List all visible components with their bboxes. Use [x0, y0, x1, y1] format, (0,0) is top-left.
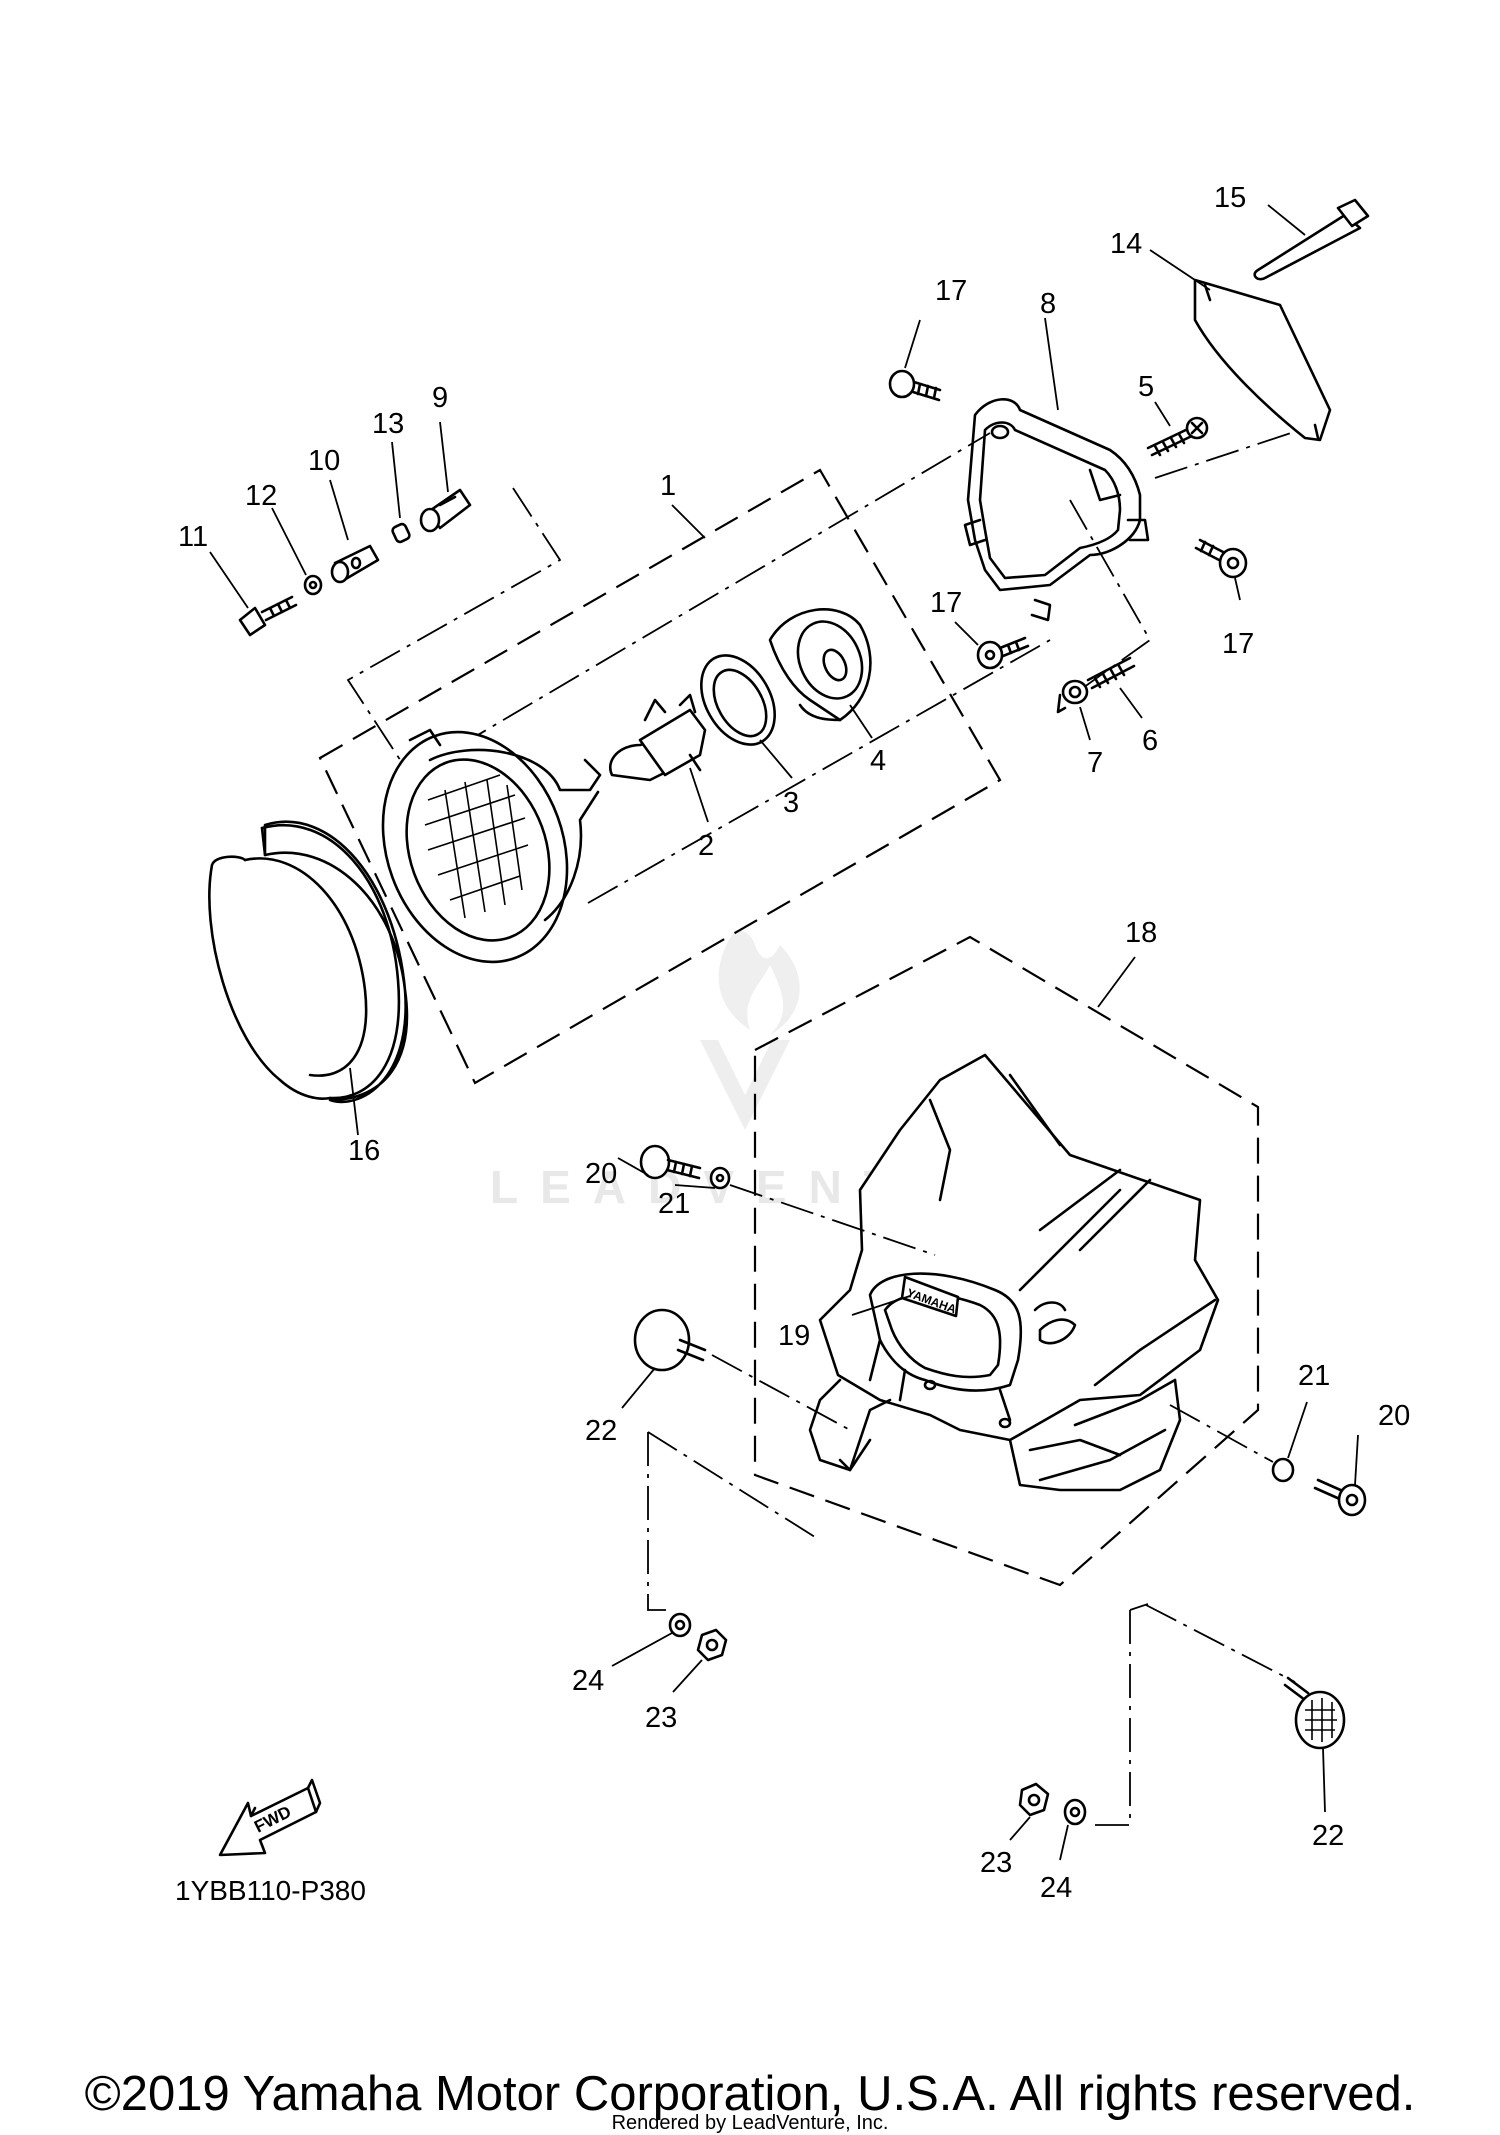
bolt-17-right — [1194, 538, 1248, 579]
callout-22-left: 22 — [585, 1415, 617, 1447]
bolt-20-left — [639, 1144, 702, 1180]
callout-17-bottom: 17 — [930, 587, 962, 619]
grommet-7 — [1056, 679, 1089, 714]
callout-20-left: 20 — [585, 1158, 617, 1190]
callout-11: 11 — [178, 521, 208, 553]
callout-13: 13 — [372, 408, 404, 440]
headlight-bracket — [963, 398, 1150, 622]
leader-lines — [209, 204, 1359, 1861]
bolt-11 — [238, 595, 298, 637]
callout-23-left: 23 — [645, 1702, 677, 1734]
washer-24-left — [668, 1612, 692, 1638]
headlight-unit — [381, 728, 602, 964]
collar-9 — [419, 488, 472, 533]
callout-9: 9 — [432, 382, 448, 414]
headlight-rim-ring — [208, 820, 409, 1104]
callout-10: 10 — [308, 445, 340, 477]
callout-labels: 1 2 3 4 5 6 7 8 9 10 11 12 13 14 15 16 1… — [178, 182, 1410, 1904]
callout-21-right: 21 — [1298, 1360, 1330, 1392]
callout-4: 4 — [870, 745, 886, 777]
cover-plate — [1193, 278, 1332, 442]
callout-2: 2 — [698, 830, 714, 862]
callout-3: 3 — [783, 787, 799, 819]
washer-21-right — [1271, 1457, 1295, 1483]
callout-22-right: 22 — [1312, 1820, 1344, 1852]
lens-pattern-icon — [424, 774, 529, 919]
callout-24-left: 24 — [572, 1665, 604, 1697]
bulb-ring — [700, 654, 776, 746]
callout-21-left: 21 — [658, 1188, 690, 1220]
washer-12 — [303, 574, 323, 596]
callout-17-top: 17 — [935, 275, 967, 307]
callout-20-right: 20 — [1378, 1400, 1410, 1432]
callout-23-right: 23 — [980, 1847, 1012, 1879]
callout-14: 14 — [1110, 228, 1142, 260]
callout-1: 1 — [660, 470, 676, 502]
callout-16: 16 — [348, 1135, 380, 1167]
callout-17-right: 17 — [1222, 628, 1254, 660]
washer-21-left — [709, 1166, 731, 1190]
nut-23-right — [1018, 1782, 1050, 1817]
bulb — [609, 693, 707, 782]
washer-24-right — [1063, 1798, 1087, 1826]
callout-5: 5 — [1138, 371, 1154, 403]
callout-7: 7 — [1087, 747, 1103, 779]
screw-6 — [1086, 656, 1136, 690]
screw-5 — [1146, 416, 1209, 457]
callout-24-right: 24 — [1040, 1872, 1072, 1904]
bolt-17-top — [888, 369, 942, 402]
headlight-cowling — [808, 1053, 1220, 1492]
spacer-13 — [391, 522, 411, 544]
cable-band — [1253, 198, 1370, 281]
callout-12: 12 — [245, 480, 277, 512]
callout-19: 19 — [778, 1320, 810, 1352]
collar-10 — [330, 544, 380, 584]
item-1-kit-outline — [318, 468, 1002, 1085]
bolt-20-right — [1313, 1478, 1367, 1517]
callout-6: 6 — [1142, 725, 1158, 757]
nut-23-left — [696, 1628, 728, 1662]
callout-15: 15 — [1214, 182, 1246, 214]
callout-18: 18 — [1125, 917, 1157, 949]
bolt-17-bottom — [976, 636, 1030, 670]
fwd-arrow-icon: FWD — [218, 1778, 322, 1857]
lower-reference-lines — [647, 1184, 1296, 1826]
diagram-code: 1YBB110-P380 — [175, 1875, 366, 1906]
rendered-by-text: Rendered by LeadVenture, Inc. — [611, 2112, 889, 2134]
callout-8: 8 — [1040, 288, 1056, 320]
copyright-text: ©2019 Yamaha Motor Corporation, U.S.A. A… — [84, 2067, 1416, 2121]
item-18-kit-outline — [753, 935, 1260, 1587]
trim-clip-22-right — [1283, 1676, 1346, 1750]
bulb-cover — [768, 608, 872, 722]
clip-grid-icon — [1305, 1698, 1337, 1742]
trim-clip-22-left — [633, 1308, 707, 1372]
